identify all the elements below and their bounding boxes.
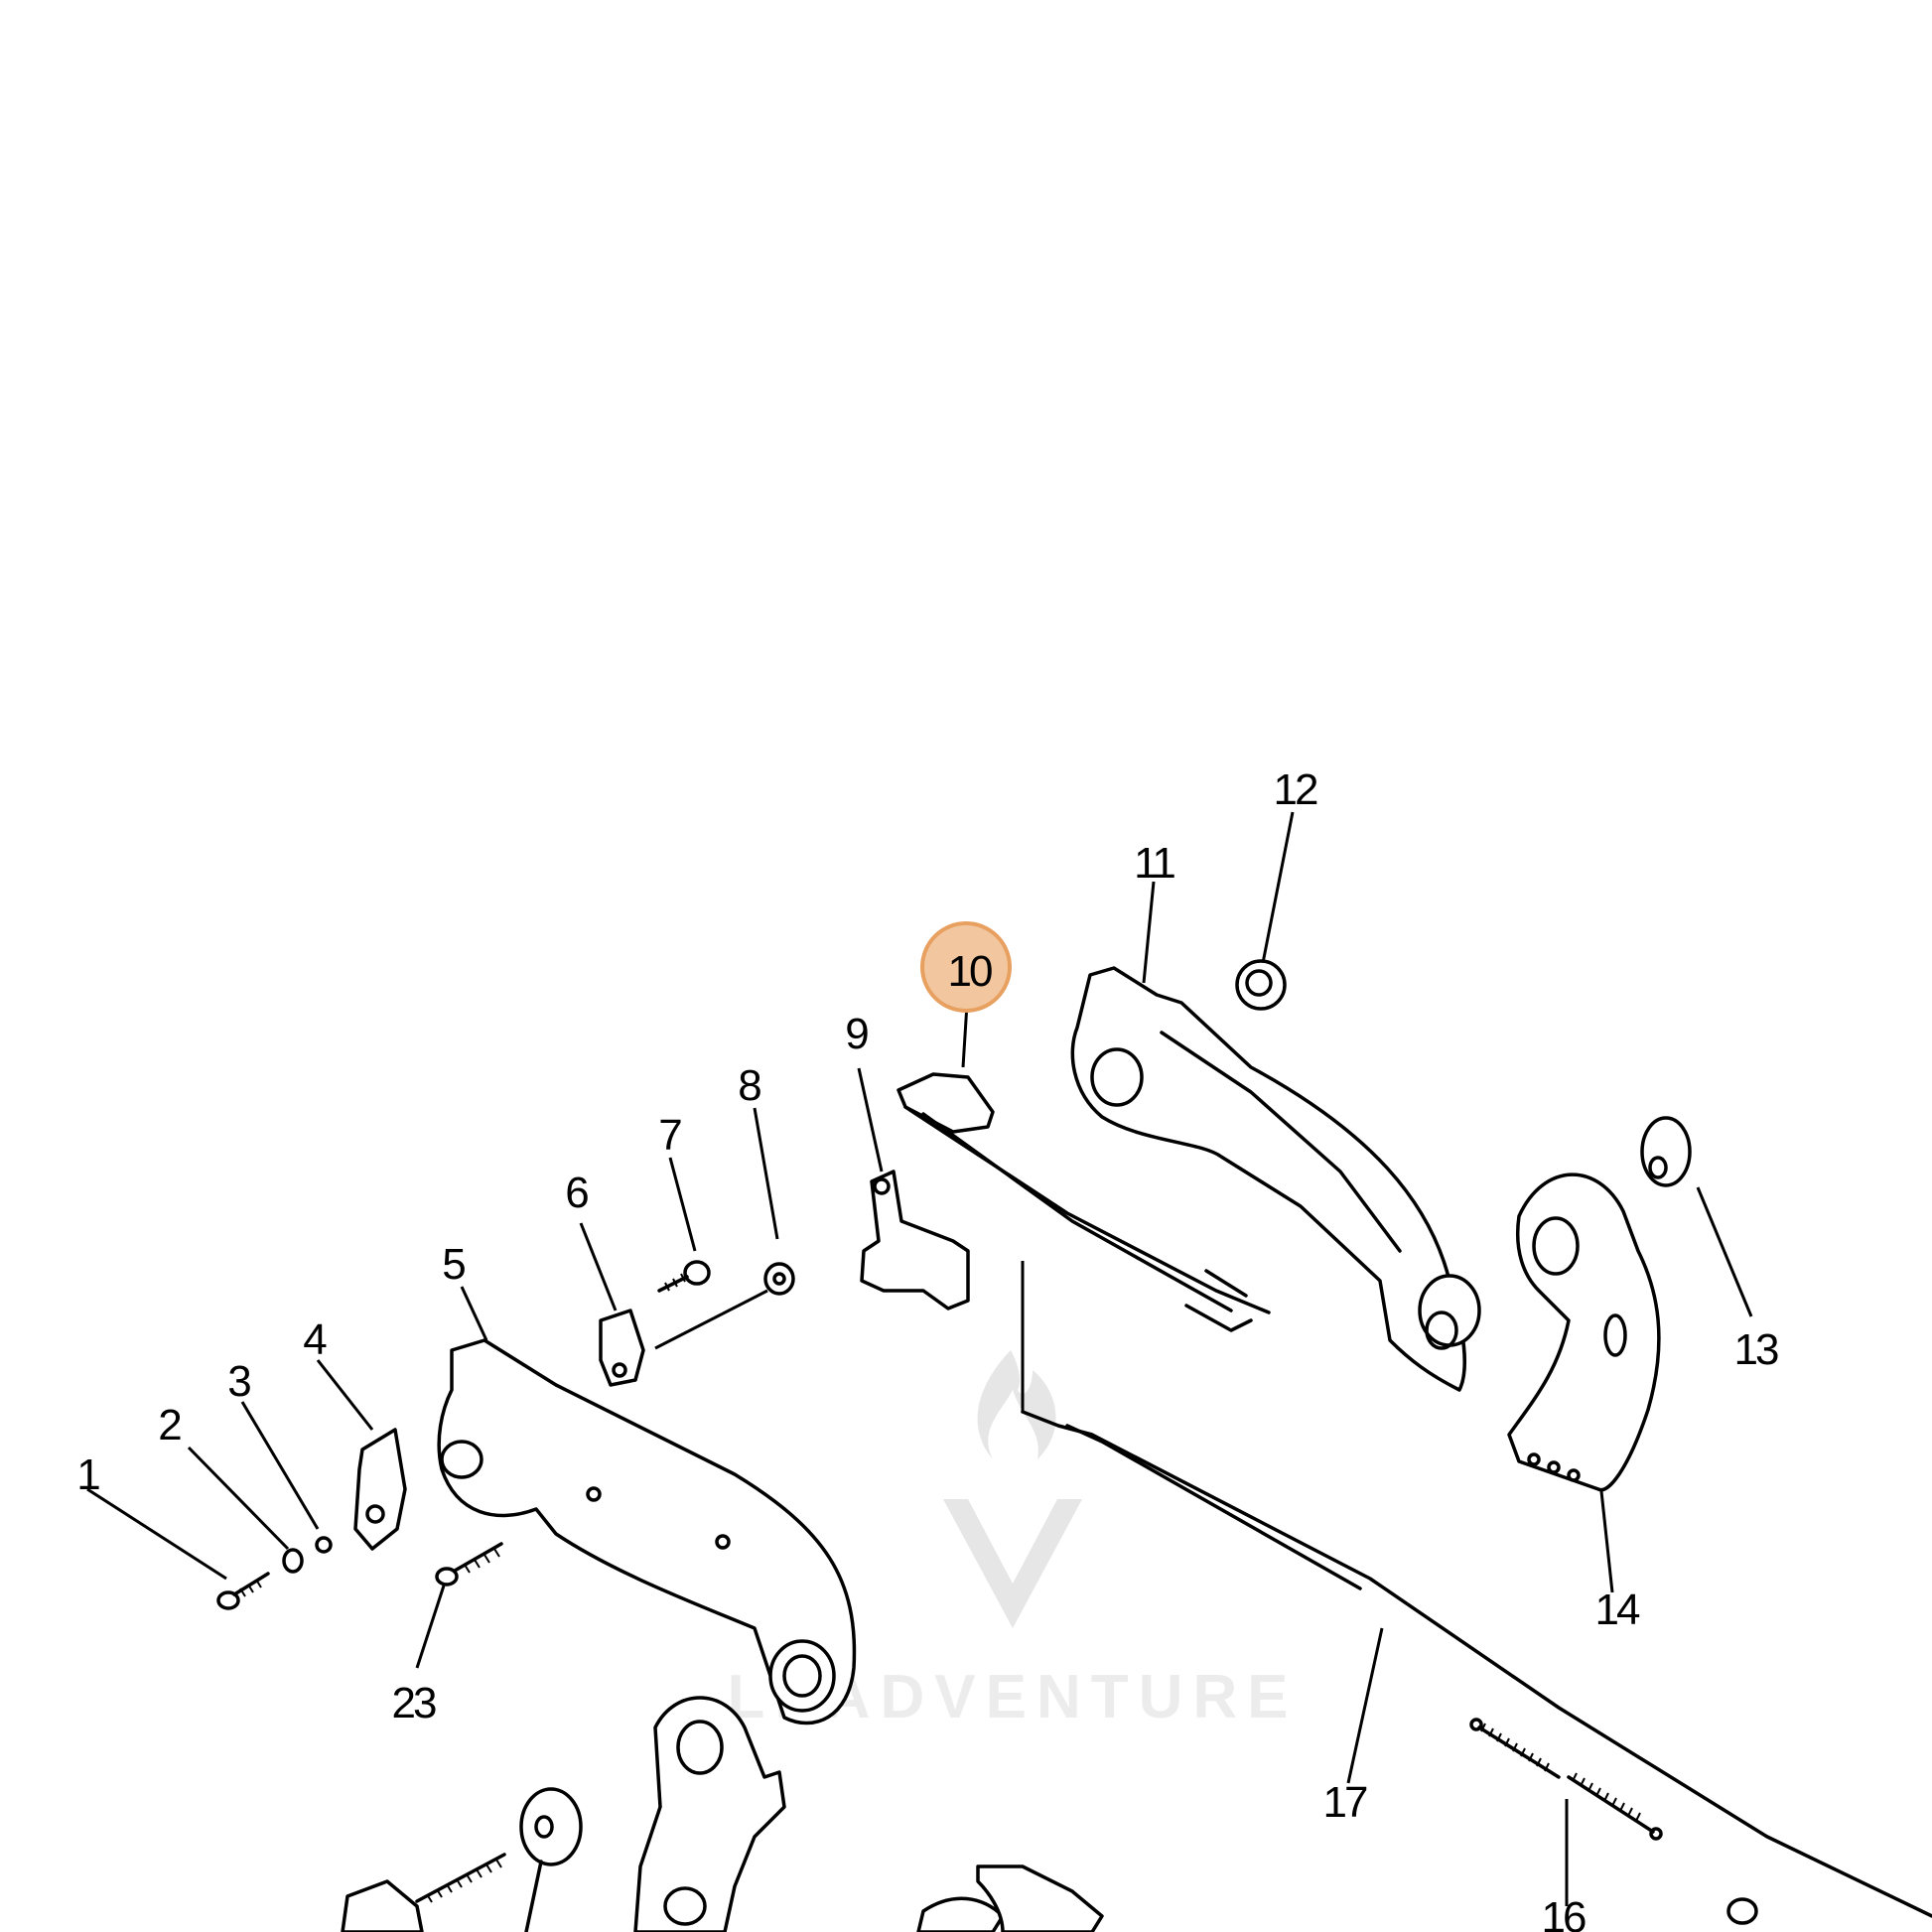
callout-1[interactable]: 1 (76, 1450, 102, 1499)
part-1-screw (216, 1572, 270, 1610)
callout-5[interactable]: 5 (442, 1240, 468, 1289)
part-13-washer (1640, 1116, 1692, 1187)
callout-labels: 1 2 3 4 5 6 7 8 9 10 11 12 13 14 16 17 2… (76, 765, 1781, 1932)
part-7-bolt (657, 1260, 711, 1293)
part-8-nut (763, 1262, 795, 1296)
part-2-washer (282, 1548, 304, 1574)
callout-7[interactable]: 7 (658, 1111, 684, 1160)
lower-bracket (633, 1696, 786, 1932)
part-9-lever (860, 1170, 970, 1311)
part-17-rod (1021, 1410, 1932, 1918)
callout-17[interactable]: 17 (1323, 1778, 1370, 1827)
part-23-screw (435, 1542, 503, 1587)
leader-lines (86, 811, 1753, 1906)
flame-v-logo-icon (943, 1350, 1082, 1628)
part-6-clip (599, 1309, 645, 1387)
callout-11[interactable]: 11 (1134, 839, 1177, 888)
callout-13[interactable]: 13 (1734, 1325, 1781, 1374)
callout-3[interactable]: 3 (227, 1357, 253, 1406)
callout-2[interactable]: 2 (158, 1401, 184, 1449)
callout-6[interactable]: 6 (565, 1169, 591, 1217)
callout-10[interactable]: 10 (948, 947, 995, 996)
lower-left-parts (341, 1787, 583, 1932)
callout-14[interactable]: 14 (1595, 1586, 1643, 1634)
part-3-nut (315, 1536, 333, 1554)
part-14-bracket (1507, 1173, 1661, 1492)
part-11-arm (1070, 966, 1481, 1392)
part-12-grommet (1235, 959, 1287, 1011)
callout-10-highlight[interactable] (920, 921, 1012, 1013)
part-16-springs (1469, 1718, 1663, 1841)
callout-12[interactable]: 12 (1274, 765, 1320, 814)
part-5-arm (437, 1338, 857, 1725)
callout-23[interactable]: 23 (392, 1679, 439, 1727)
part-10-cable (897, 1072, 1271, 1332)
part-4-bracket (353, 1428, 407, 1551)
callout-8[interactable]: 8 (738, 1061, 763, 1110)
callout-16[interactable]: 16 (1542, 1893, 1588, 1932)
lower-center-part (916, 1864, 1758, 1932)
callout-9[interactable]: 9 (845, 1010, 871, 1058)
callout-4[interactable]: 4 (303, 1315, 330, 1364)
